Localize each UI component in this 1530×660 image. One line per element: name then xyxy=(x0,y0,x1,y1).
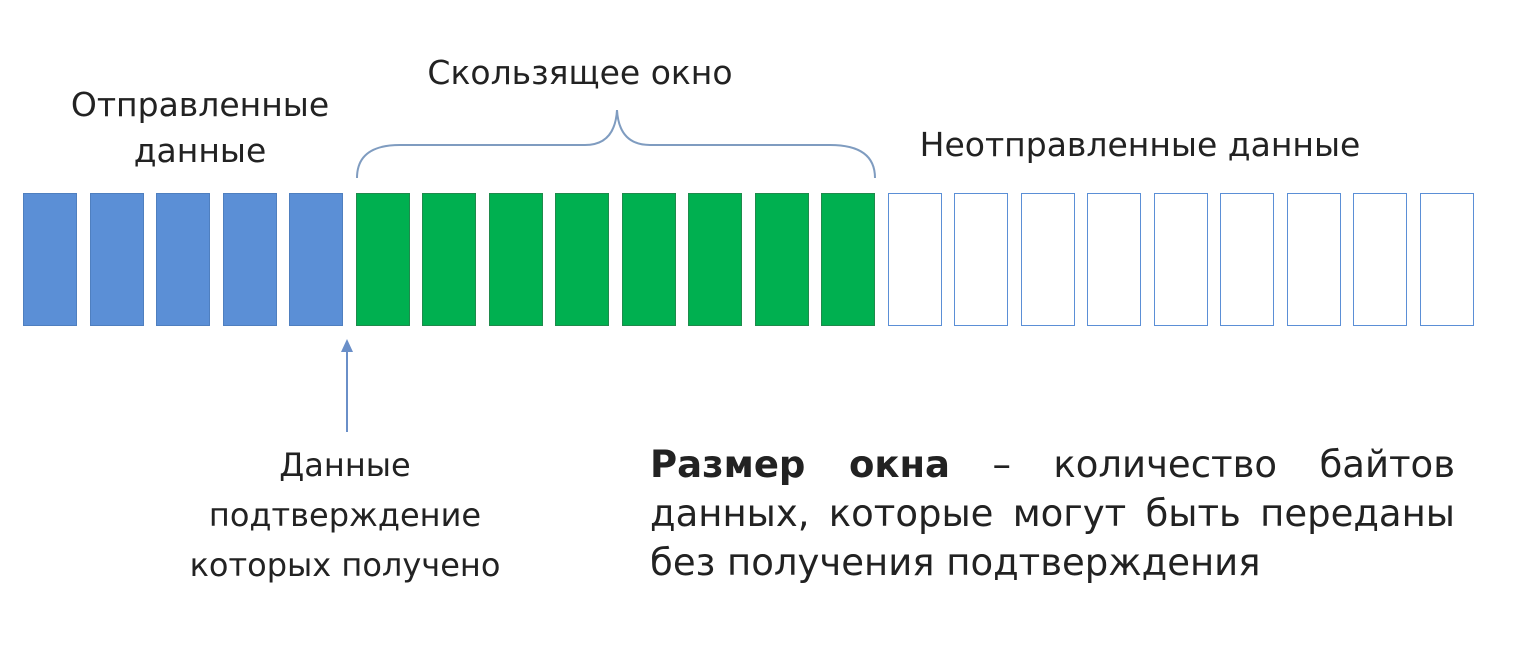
sent-data-block xyxy=(289,193,343,326)
ack-arrow-head xyxy=(341,339,353,352)
definition-text: – количество байтов данных, которые могу… xyxy=(650,443,1455,584)
unsent-data-block xyxy=(887,193,942,326)
sent-data-block xyxy=(156,193,210,326)
unsent-data-block xyxy=(954,193,1008,326)
window-data-block xyxy=(754,193,809,326)
sent-data-block xyxy=(89,193,144,326)
window-data-block xyxy=(422,193,476,326)
unsent-data-block xyxy=(1087,193,1141,326)
unsent-data-label: Неотправленные данные xyxy=(919,125,1361,164)
sent-data-block xyxy=(222,193,277,326)
window-data-block xyxy=(688,193,742,326)
unsent-data-block xyxy=(1153,193,1208,326)
acknowledged-data-label: Данные подтверждение которых получено xyxy=(189,446,501,584)
window-data-block xyxy=(821,193,875,326)
unsent-data-block xyxy=(1353,193,1407,326)
definition-term: Размер окна xyxy=(650,443,951,486)
window-data-block xyxy=(355,193,410,326)
unsent-data-block xyxy=(1419,193,1474,326)
sent-data-label: Отправленные данные xyxy=(70,85,330,170)
sent-data-block xyxy=(23,193,77,326)
window-data-block xyxy=(621,193,676,326)
unsent-data-block xyxy=(1020,193,1075,326)
window-size-definition: Размер окна – количество байтов данных, … xyxy=(650,440,1455,587)
unsent-data-block xyxy=(1220,193,1274,326)
window-data-block xyxy=(555,193,609,326)
sliding-window-brace xyxy=(356,109,876,179)
unsent-data-block xyxy=(1286,193,1341,326)
window-data-block xyxy=(488,193,543,326)
sliding-window-label: Скользящее окно xyxy=(427,53,733,92)
